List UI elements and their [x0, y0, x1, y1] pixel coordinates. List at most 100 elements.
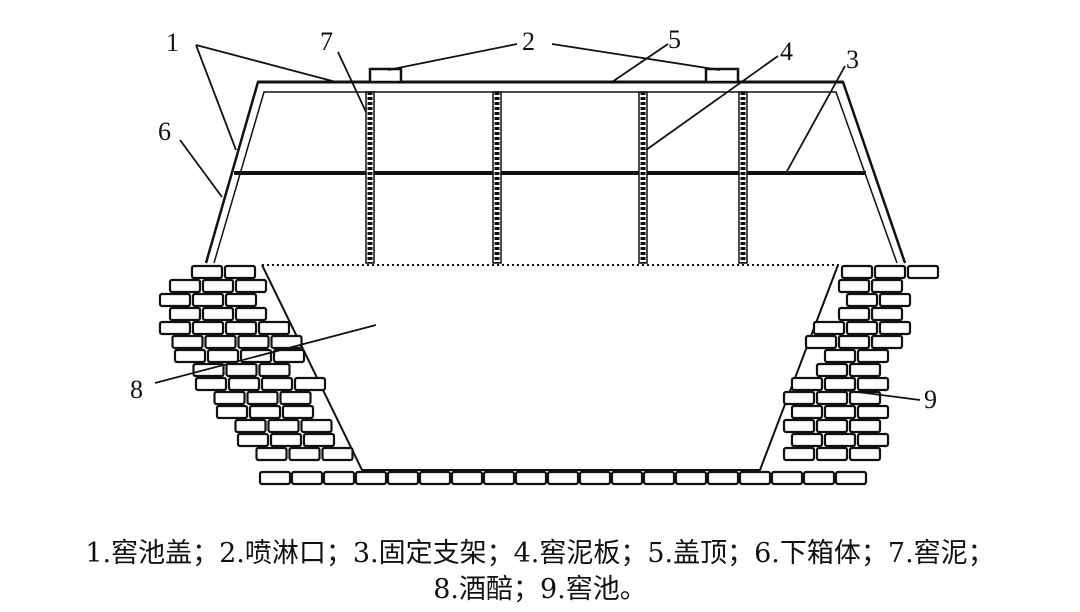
label-7: 7	[320, 27, 333, 56]
brick	[213, 390, 246, 406]
brick	[258, 470, 292, 486]
brick	[204, 334, 237, 350]
brick	[224, 292, 258, 308]
brick	[272, 348, 306, 364]
brick	[856, 376, 890, 392]
brick	[223, 264, 257, 280]
brick	[290, 470, 324, 486]
brick	[248, 404, 282, 420]
brick	[815, 418, 849, 434]
brick	[546, 470, 580, 486]
brick	[168, 306, 202, 322]
spray-nozzle-left	[368, 67, 403, 84]
label-3: 3	[846, 45, 859, 74]
brick	[815, 446, 849, 462]
caption-line-1: 1.窖池盖；2.喷淋口；3.固定支架；4.窖泥板；5.盖顶；6.下箱体；7.窖泥…	[85, 538, 995, 569]
brick	[856, 404, 890, 420]
brick	[227, 376, 261, 392]
caption-line-2: 8.酒醅；9.窖池。	[433, 574, 647, 605]
brick	[834, 470, 868, 486]
brick	[848, 390, 882, 406]
brick	[840, 264, 874, 280]
brick	[194, 376, 228, 392]
brick	[293, 376, 327, 392]
label-8: 8	[130, 375, 143, 404]
brick	[812, 320, 846, 336]
brick	[782, 418, 816, 434]
brick	[802, 470, 836, 486]
brick	[848, 362, 882, 378]
label-6: 6	[158, 117, 171, 146]
mud-board	[365, 91, 375, 264]
pit-bricks	[158, 264, 940, 486]
mud-boards	[365, 91, 748, 264]
brick	[246, 390, 279, 406]
brick	[845, 320, 879, 336]
brick	[255, 446, 288, 462]
brick	[288, 446, 321, 462]
label-5: 5	[668, 25, 681, 54]
brick	[321, 446, 354, 462]
brick	[171, 334, 204, 350]
brick	[514, 470, 548, 486]
brick	[738, 470, 772, 486]
brick	[823, 376, 857, 392]
brick	[610, 470, 644, 486]
brick	[201, 306, 235, 322]
spray-nozzle-right	[704, 67, 740, 84]
brick	[269, 432, 303, 448]
brick	[260, 376, 294, 392]
brick	[450, 470, 484, 486]
brick	[848, 446, 882, 462]
brick	[782, 446, 816, 462]
label-2: 2	[522, 27, 535, 56]
brick	[168, 278, 202, 294]
brick	[158, 320, 192, 336]
brick	[878, 292, 912, 308]
label-4: 4	[780, 37, 793, 66]
brick	[234, 278, 268, 294]
brick	[790, 404, 824, 420]
brick	[706, 470, 740, 486]
brick	[837, 334, 871, 350]
brick	[906, 264, 940, 280]
brick	[173, 348, 207, 364]
brick	[418, 470, 452, 486]
brick	[770, 470, 804, 486]
brick	[267, 418, 300, 434]
mud-board	[738, 91, 748, 264]
brick	[302, 432, 336, 448]
brick	[870, 278, 904, 294]
brick	[236, 432, 270, 448]
brick	[856, 348, 890, 364]
brick	[837, 278, 871, 294]
mud-board	[638, 91, 648, 264]
brick	[642, 470, 676, 486]
brick	[215, 404, 249, 420]
brick	[823, 404, 857, 420]
brick	[856, 432, 890, 448]
brick	[322, 470, 356, 486]
brick	[873, 264, 907, 280]
brick	[845, 292, 879, 308]
brick	[158, 292, 192, 308]
brick	[191, 292, 225, 308]
label-1: 1	[166, 28, 179, 57]
brick	[190, 264, 224, 280]
brick	[191, 320, 225, 336]
brick	[837, 306, 871, 322]
brick	[870, 306, 904, 322]
brick	[258, 362, 291, 378]
brick	[206, 348, 240, 364]
brick	[815, 362, 849, 378]
brick	[354, 470, 388, 486]
brick	[870, 334, 904, 350]
brick	[201, 278, 235, 294]
brick	[386, 470, 420, 486]
brick	[224, 320, 258, 336]
brick	[790, 376, 824, 392]
pit-cover	[204, 80, 907, 264]
brick	[848, 418, 882, 434]
brick	[674, 470, 708, 486]
